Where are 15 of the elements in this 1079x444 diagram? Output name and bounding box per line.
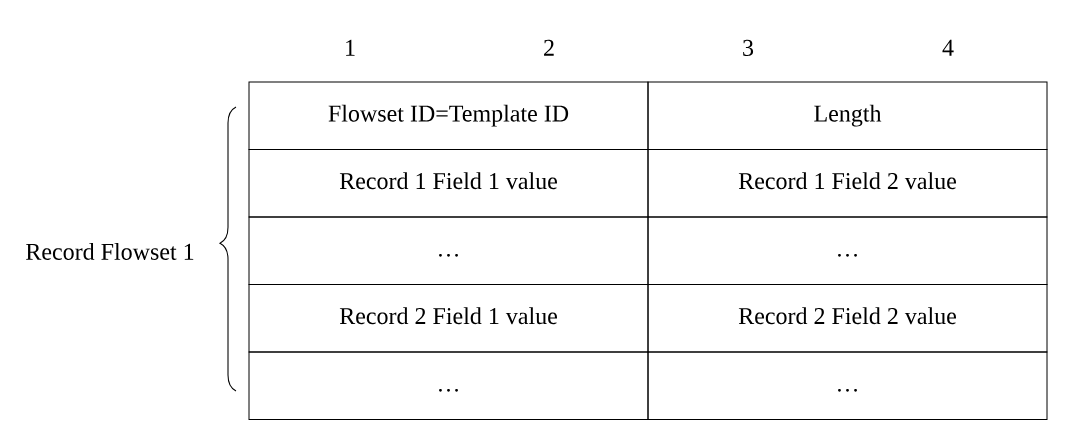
column-number: 4 <box>942 39 954 56</box>
table-cell: Length <box>647 81 1048 150</box>
table-cell: Flowset ID=Template ID <box>248 81 649 150</box>
table-cell: Record 2 Field 2 value <box>647 284 1048 353</box>
column-number: 2 <box>544 39 554 56</box>
table-cell: Record 1 Field 2 value <box>647 149 1048 218</box>
column-number: 3 <box>743 39 754 56</box>
table-cell: … <box>647 216 1048 285</box>
column-number: 1 <box>346 39 355 56</box>
table-cell: … <box>248 351 649 420</box>
table-cell: … <box>647 351 1048 420</box>
group-label: Record Flowset 1 <box>26 243 194 260</box>
table-cell: … <box>248 216 649 285</box>
table-cell: Record 2 Field 1 value <box>248 284 649 353</box>
table-cell: Record 1 Field 1 value <box>248 149 649 218</box>
